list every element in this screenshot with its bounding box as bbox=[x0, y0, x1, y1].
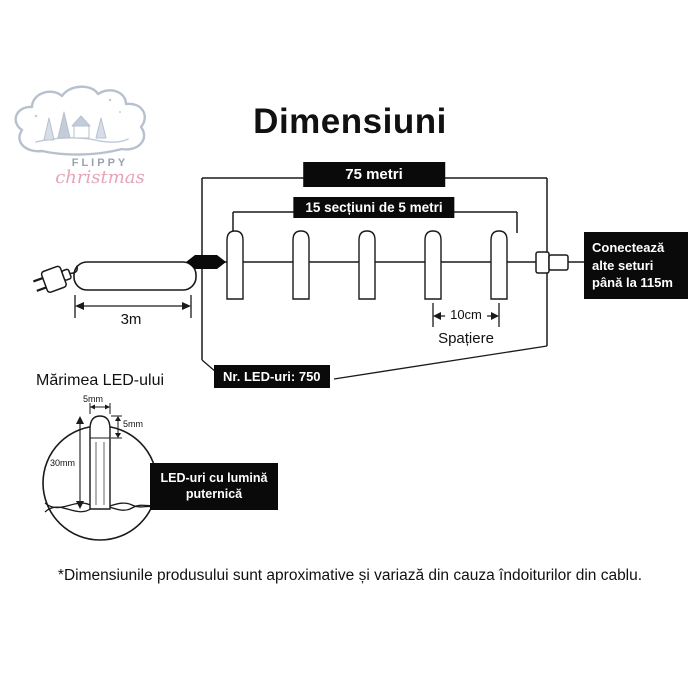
connect-note-badge: Conectează alte seturi până la 115m bbox=[584, 232, 688, 299]
sections-label: 15 secțiuni de 5 metri bbox=[293, 197, 455, 218]
plug-icon bbox=[32, 265, 78, 293]
bulb-icon bbox=[490, 230, 508, 300]
dimension-arrow-5mm-width bbox=[89, 403, 111, 414]
dimension-arrow-3m bbox=[74, 295, 192, 318]
bulb-icon bbox=[292, 230, 310, 300]
dimension-arrow-30mm bbox=[76, 416, 84, 509]
total-length-label: 75 metri bbox=[303, 162, 445, 187]
bulb-icon bbox=[358, 230, 376, 300]
led-count-callout-lines bbox=[201, 345, 548, 380]
lead-length-label: 3m bbox=[120, 311, 142, 328]
led-count-badge: Nr. LED-uri: 750 bbox=[214, 365, 330, 388]
end-connector-icon bbox=[535, 251, 584, 274]
logo-snow-dot bbox=[108, 98, 112, 102]
dim-label-cap-height: 5mm bbox=[123, 419, 143, 429]
dim-label-top-width: 5mm bbox=[83, 394, 103, 404]
dimension-arrow-5mm-cap bbox=[111, 415, 122, 439]
logo-tree-icon bbox=[43, 117, 55, 141]
led-illustration bbox=[89, 415, 111, 510]
dim-label-body-height: 30mm bbox=[50, 458, 76, 468]
footnote: *Dimensiunile produsului sunt aproximati… bbox=[57, 567, 643, 584]
logo-brand-script: christmas bbox=[55, 167, 145, 188]
bulb-icon bbox=[424, 230, 442, 300]
lead-cable-loop bbox=[73, 261, 197, 291]
logo-snow-dot bbox=[34, 114, 38, 118]
inline-connector-icon bbox=[186, 255, 226, 269]
led-size-heading: Mărimea LED-ului bbox=[36, 372, 165, 389]
logo-illustration bbox=[14, 85, 146, 156]
logo-snow-dot bbox=[119, 111, 121, 113]
logo-tree-icon bbox=[95, 117, 107, 139]
logo-house-roof bbox=[71, 115, 91, 127]
logo-snow-ground bbox=[35, 136, 129, 143]
spacing-value-label: 10cm bbox=[445, 307, 487, 322]
spacing-word-label: Spațiere bbox=[438, 330, 494, 347]
bulb-row bbox=[226, 230, 508, 300]
led-note-badge: LED-uri cu lumină puternică bbox=[150, 463, 278, 510]
page-title: Dimensiuni bbox=[253, 102, 447, 141]
logo-tree-icon bbox=[57, 111, 71, 139]
logo-brand-name: FLIPPY bbox=[71, 157, 129, 169]
bulb-icon bbox=[226, 230, 244, 300]
